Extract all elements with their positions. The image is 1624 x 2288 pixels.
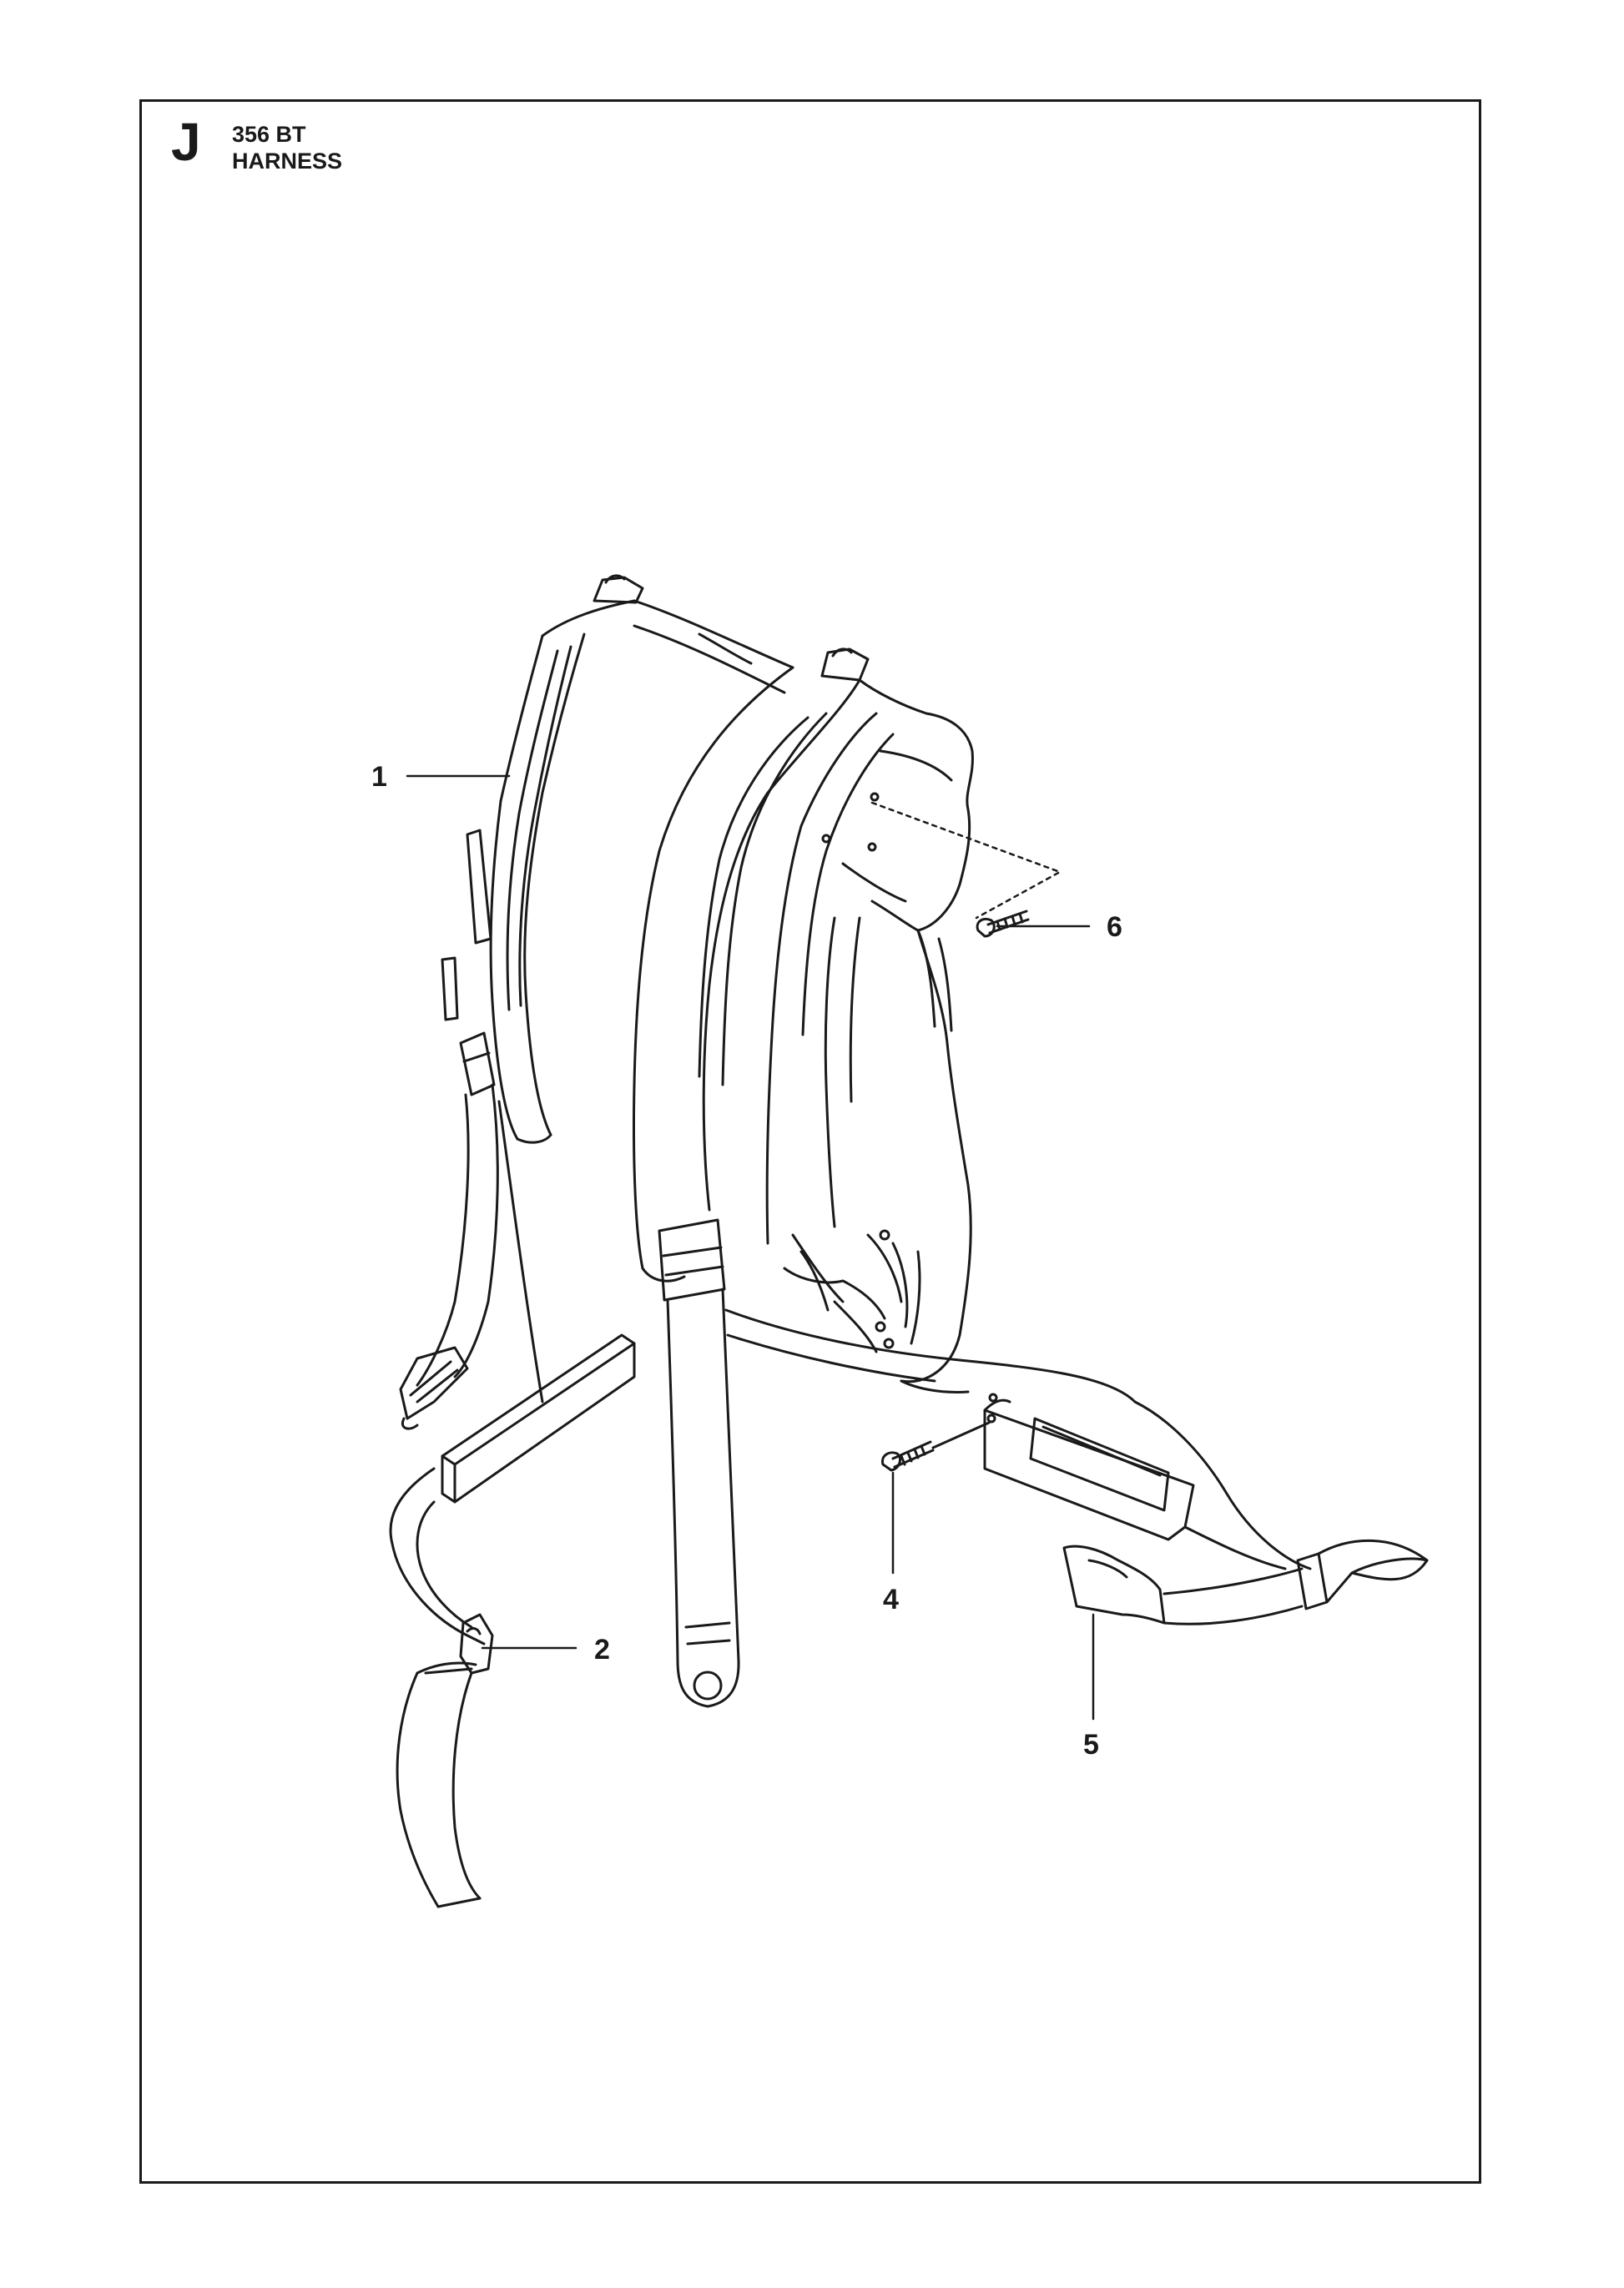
top-back-strap [633, 599, 794, 694]
assembly-name: HARNESS [232, 149, 343, 174]
back-pad [765, 678, 974, 1383]
right-shoulder-strap [633, 648, 870, 1708]
section-letter: J [171, 112, 201, 172]
callout-4: 4 [883, 1584, 899, 1615]
reference-line-6 [870, 801, 1062, 920]
model-name: 356 BT [232, 122, 306, 147]
screw-4 [880, 1421, 991, 1472]
callout-5: 5 [1083, 1729, 1099, 1761]
drawing-frame [139, 99, 1481, 2184]
callout-2: 2 [594, 1634, 610, 1666]
left-shoulder-strap [399, 574, 644, 1430]
hip-belt [724, 1308, 1429, 1625]
callout-1: 1 [371, 761, 387, 793]
title-block: 356 BT HARNESS [232, 121, 342, 174]
callout-leaders [406, 774, 1095, 1721]
left-hip-pad [389, 1333, 636, 1908]
callout-labels: 1 2 4 5 6 [371, 761, 1122, 1761]
callout-6: 6 [1107, 911, 1122, 943]
screw-6 [976, 910, 1030, 938]
